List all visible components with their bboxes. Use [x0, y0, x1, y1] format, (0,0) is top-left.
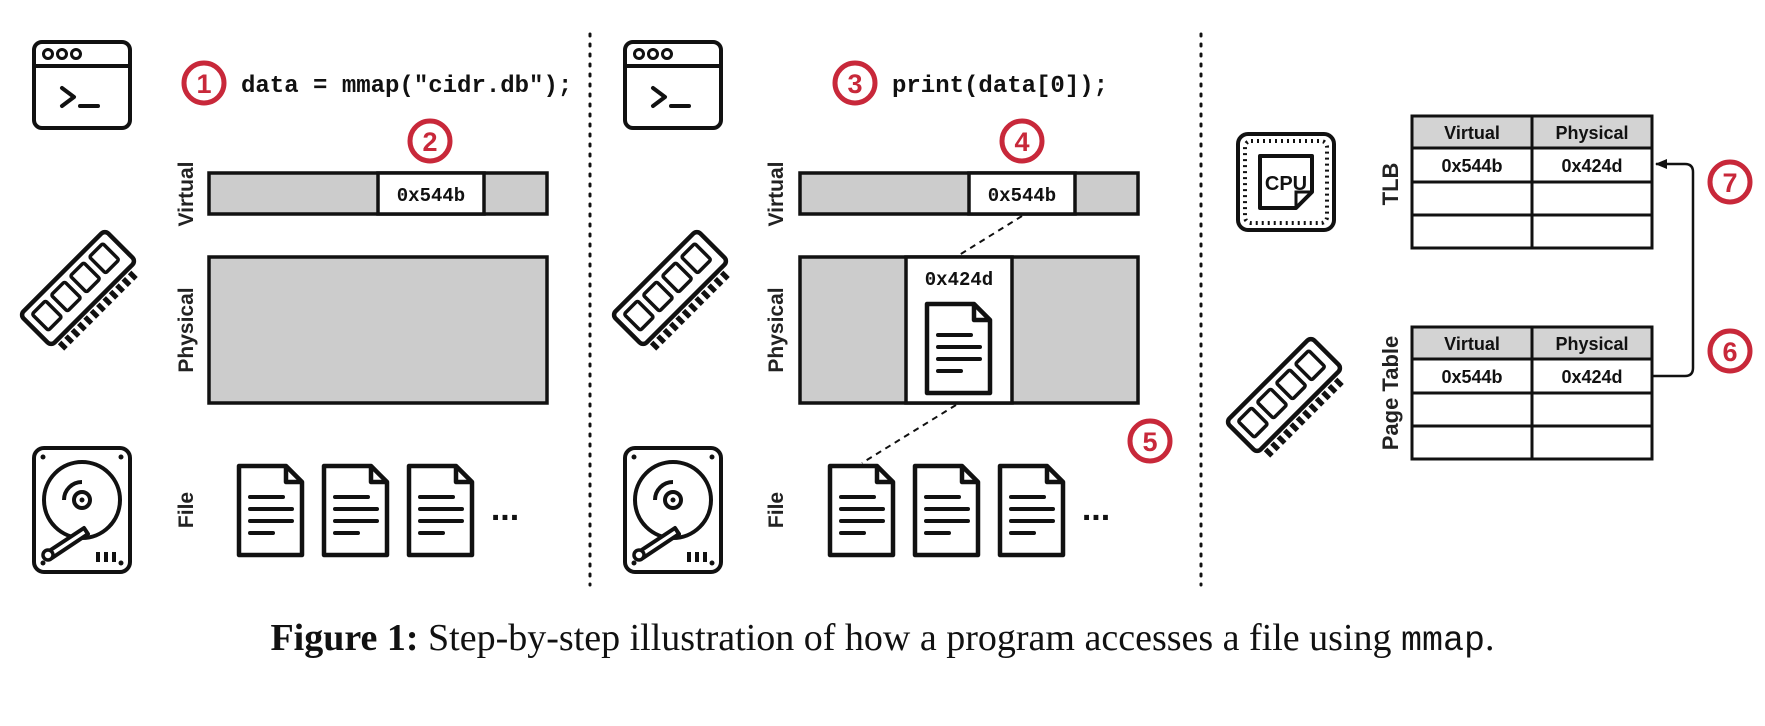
tlb-header-virtual: Virtual	[1444, 123, 1500, 143]
virtual-label: Virtual	[175, 162, 198, 227]
file-icon	[324, 466, 387, 555]
virtual-address: 0x544b	[397, 185, 465, 207]
more-files-ellipsis: ...	[491, 490, 519, 528]
file-label: File	[175, 492, 198, 528]
physical-address: 0x424d	[925, 269, 993, 291]
tlb-fill-arrow	[1652, 159, 1695, 378]
file-mapping-line	[861, 404, 957, 464]
page-table: Virtual Physical 0x544b 0x424d	[1410, 325, 1654, 461]
file-icon	[915, 466, 978, 555]
svg-text:CPU: CPU	[1265, 173, 1307, 195]
file-icon	[409, 466, 472, 555]
hard-drive-icon	[623, 446, 723, 574]
step-7-badge: 7	[1707, 159, 1753, 205]
mapped-page-document-icon	[927, 304, 990, 393]
virtual-address: 0x544b	[988, 185, 1056, 207]
virtual-page	[376, 171, 486, 216]
page-table-label: Page Table	[1378, 336, 1403, 451]
tlb-label: TLB	[1378, 163, 1403, 206]
page-table-cell-virtual: 0x544b	[1441, 367, 1502, 387]
hard-drive-icon	[32, 446, 132, 574]
page-mapping-line	[955, 215, 1023, 258]
caption-text: Step-by-step illustration of how a progr…	[418, 617, 1402, 659]
step-4-badge: 4	[999, 118, 1045, 164]
tlb-table: Virtual Physical 0x544b 0x424d	[1410, 114, 1654, 250]
caption-code: mmap	[1401, 621, 1486, 661]
svg-text:7: 7	[1722, 168, 1737, 198]
tlb-cell-physical: 0x424d	[1561, 156, 1622, 176]
tlb-cell-virtual: 0x544b	[1441, 156, 1502, 176]
page-table-header-physical: Physical	[1555, 334, 1628, 354]
step-1-badge: 1	[181, 60, 227, 106]
physical-label: Physical	[175, 287, 198, 372]
more-files-ellipsis: ...	[1082, 490, 1110, 528]
virtual-page	[967, 171, 1077, 216]
step-2-badge: 2	[407, 118, 453, 164]
print-code: print(data[0]);	[892, 73, 1108, 100]
tlb-header-physical: Physical	[1555, 123, 1628, 143]
svg-text:1: 1	[196, 69, 211, 99]
step-6-badge: 6	[1707, 328, 1753, 374]
page-table-cell-physical: 0x424d	[1561, 367, 1622, 387]
ram-icon	[612, 230, 734, 352]
physical-label: Physical	[765, 287, 788, 372]
caption-end: .	[1485, 617, 1495, 659]
cpu-icon: CPU	[1236, 132, 1336, 232]
caption-label: Figure 1:	[270, 617, 419, 659]
terminal-icon	[32, 40, 132, 130]
figure-caption: Figure 1: Step-by-step illustration of h…	[0, 616, 1765, 661]
terminal-icon	[623, 40, 723, 130]
svg-text:2: 2	[422, 127, 437, 157]
page-table-header-virtual: Virtual	[1444, 334, 1500, 354]
svg-text:6: 6	[1722, 337, 1737, 367]
svg-text:4: 4	[1014, 127, 1029, 157]
ram-icon	[1226, 337, 1348, 459]
physical-memory-block	[207, 255, 549, 405]
svg-text:5: 5	[1142, 427, 1157, 457]
ram-icon	[20, 230, 142, 352]
file-icon	[830, 466, 893, 555]
virtual-label: Virtual	[765, 162, 788, 227]
mmap-code: data = mmap("cidr.db");	[241, 73, 572, 100]
step-3-badge: 3	[832, 60, 878, 106]
step-5-badge: 5	[1127, 418, 1173, 464]
file-icon	[1000, 466, 1063, 555]
file-icon	[239, 466, 302, 555]
svg-text:3: 3	[847, 69, 862, 99]
file-label: File	[765, 492, 788, 528]
